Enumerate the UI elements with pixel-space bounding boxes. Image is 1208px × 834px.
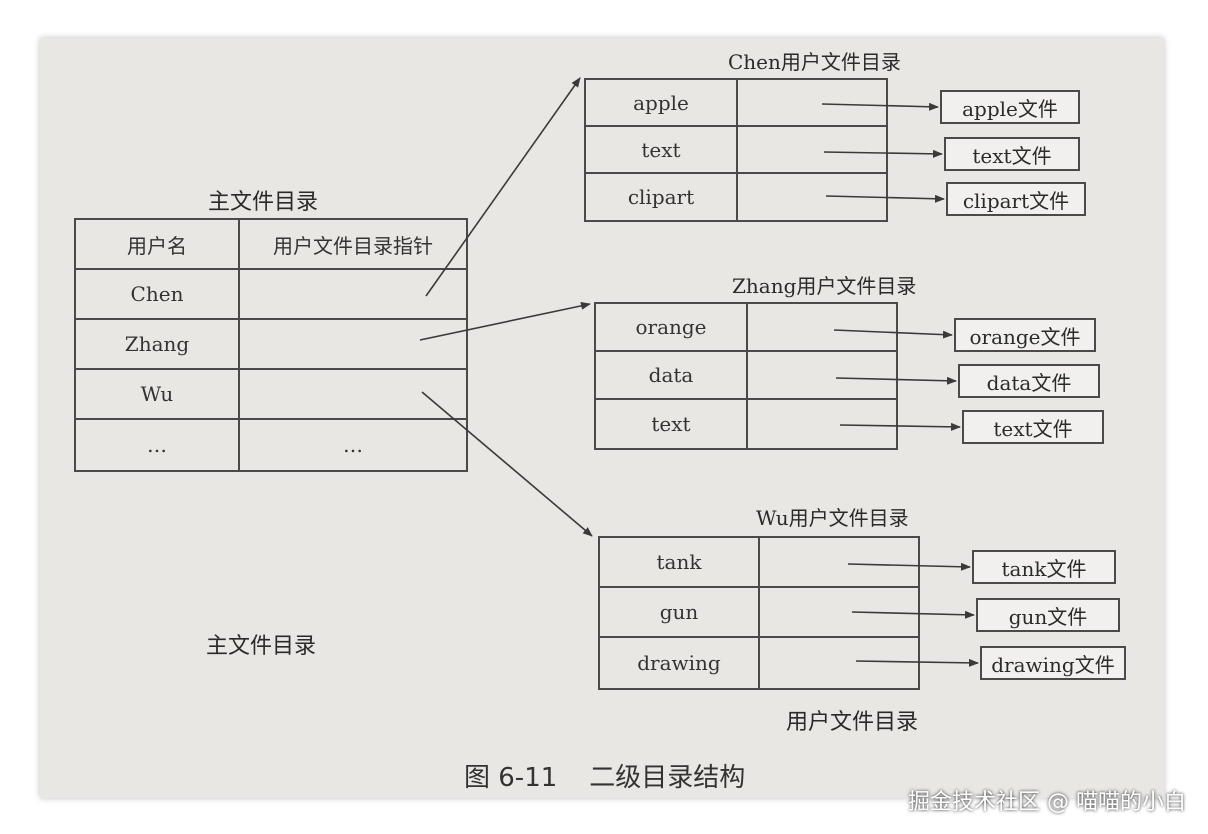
entry-pointer-cell — [758, 588, 918, 636]
entry-pointer-cell — [736, 127, 886, 172]
entry-name-cell: orange — [635, 315, 707, 339]
main-dir-header-row: 用户名 用户文件目录指针 — [76, 220, 466, 270]
chen-dir-title: Chen用户文件目录 — [728, 50, 901, 74]
zhang-dir-table: orange data text — [594, 302, 898, 450]
file-box: text文件 — [944, 137, 1080, 171]
arrow-file — [821, 102, 939, 111]
entry-pointer-cell — [736, 80, 886, 125]
entry-name-cell: tank — [656, 550, 702, 574]
figure-number: 图 6-11 — [464, 763, 558, 793]
entry-pointer-cell — [736, 174, 886, 220]
table-row: Zhang — [76, 320, 466, 370]
pointer-cell — [238, 270, 466, 318]
arrow-wu — [421, 391, 593, 537]
arrow-file — [847, 562, 971, 571]
zhang-dir-title: Zhang用户文件目录 — [732, 274, 917, 298]
user-name-cell: Wu — [140, 382, 174, 406]
wu-dir-title: Wu用户文件目录 — [756, 506, 909, 530]
figure-title: 二级目录结构 — [589, 763, 746, 793]
user-name-cell: Chen — [130, 282, 184, 306]
table-row: data — [596, 352, 896, 400]
file-box: text文件 — [962, 410, 1104, 444]
table-row: clipart — [586, 174, 886, 220]
arrow-file — [851, 610, 975, 619]
entry-pointer-cell — [746, 352, 896, 398]
entry-pointer-cell — [746, 400, 896, 448]
header-pointer: 用户文件目录指针 — [238, 220, 466, 268]
arrow-zhang — [419, 301, 591, 341]
table-row: gun — [600, 588, 918, 638]
main-dir-table: 用户名 用户文件目录指针 Chen Zhang Wu … … — [74, 218, 468, 472]
entry-name-cell: text — [641, 137, 681, 162]
file-box: apple文件 — [940, 90, 1080, 124]
arrow-chen — [425, 77, 581, 297]
arrow-file — [833, 329, 953, 339]
arrow-file — [839, 422, 961, 431]
entry-pointer-cell — [758, 538, 918, 586]
watermark: 掘金技术社区 @ 喵喵的小白 — [908, 790, 1186, 815]
chen-dir-table: apple text clipart — [584, 78, 888, 222]
pointer-cell: … — [238, 420, 466, 470]
table-row: Wu — [76, 370, 466, 420]
file-box: data文件 — [958, 364, 1100, 398]
figure-caption: 图 6-11 二级目录结构 — [464, 757, 745, 794]
pointer-cell — [238, 370, 466, 418]
bottom-label-main: 主文件目录 — [206, 634, 317, 659]
table-row: Chen — [76, 270, 466, 320]
file-box: tank文件 — [972, 550, 1116, 584]
entry-name-cell: drawing — [637, 651, 721, 675]
file-box: gun文件 — [976, 598, 1120, 632]
entry-name-cell: text — [651, 412, 691, 436]
user-name-cell: Zhang — [124, 332, 190, 356]
entry-name-cell: clipart — [627, 185, 695, 209]
table-row: drawing — [600, 638, 918, 688]
entry-pointer-cell — [746, 304, 896, 350]
bottom-label-user: 用户文件目录 — [786, 710, 919, 735]
file-box: orange文件 — [954, 318, 1096, 352]
entry-pointer-cell — [758, 638, 918, 688]
entry-name-cell: apple — [633, 90, 689, 115]
file-box: drawing文件 — [980, 646, 1126, 680]
pointer-cell — [238, 320, 466, 368]
arrow-file — [855, 658, 979, 667]
table-row: … … — [76, 420, 466, 470]
table-row: text — [596, 400, 896, 448]
arrow-file — [825, 194, 945, 203]
header-username: 用户名 — [127, 233, 187, 258]
main-dir-title: 主文件目录 — [208, 190, 319, 215]
file-box: clipart文件 — [946, 182, 1086, 216]
table-row: tank — [600, 538, 918, 588]
table-row: orange — [596, 304, 896, 352]
entry-name-cell: data — [648, 363, 694, 387]
table-row: apple — [586, 80, 886, 127]
user-name-cell: … — [147, 433, 167, 457]
table-row: text — [586, 127, 886, 174]
entry-name-cell: gun — [659, 600, 699, 624]
arrow-file — [835, 376, 957, 385]
arrow-file — [823, 149, 943, 158]
